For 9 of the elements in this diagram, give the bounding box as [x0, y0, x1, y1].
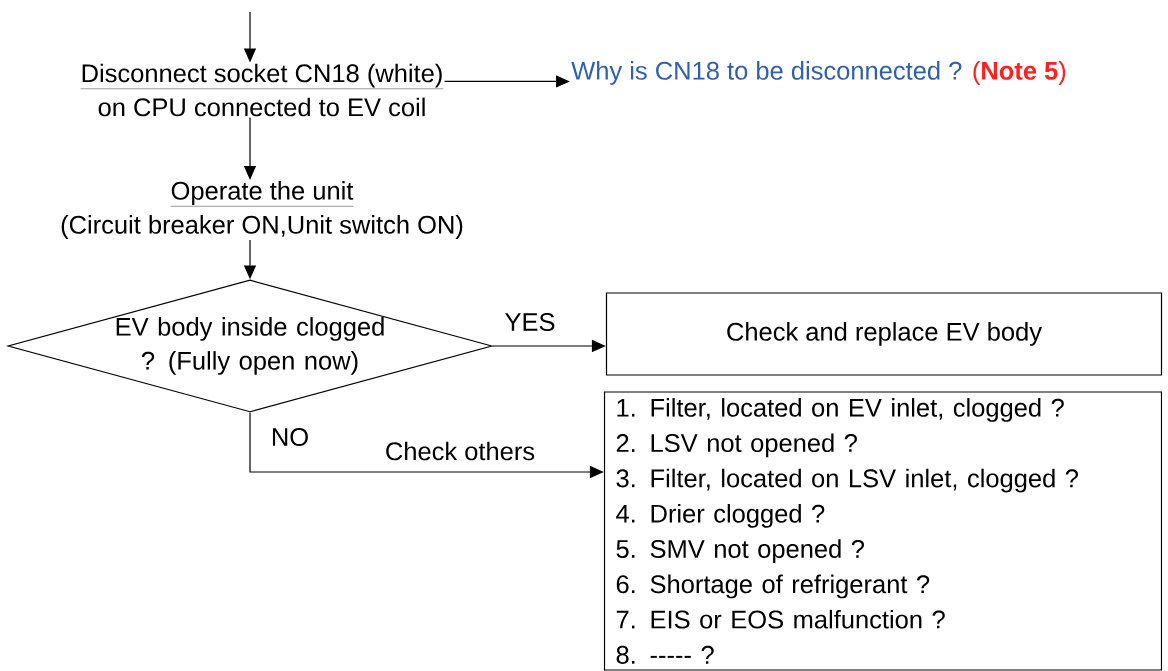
edge-label: Check others	[383, 440, 537, 462]
note-text: Why is CN18 to be disconnected ? (Note 5)	[571, 61, 1066, 85]
edge-label: YES	[503, 311, 557, 332]
branch-label: NO	[272, 427, 308, 446]
arrow	[444, 75, 570, 88]
checklist-box: 1. Filter, located on EV inlet, clogged ? 2. LSV not opened ? 3. Filter, located on LSV inlet, clogged ? 4. Drier clogged ? 5. SMV not opened ? 6. Shortage of refrigerant ? 7. EIS or EOS malfunction ? 8. ----- ?	[603, 391, 1163, 671]
step-text: Operate the unit (Circuit breaker ON,Unit switch ON)	[61, 181, 463, 239]
step-text: Disconnect socket CN18 (white) on CPU connected to EV coil	[80, 63, 444, 117]
process-box: Check and replace EV body	[605, 292, 1163, 376]
